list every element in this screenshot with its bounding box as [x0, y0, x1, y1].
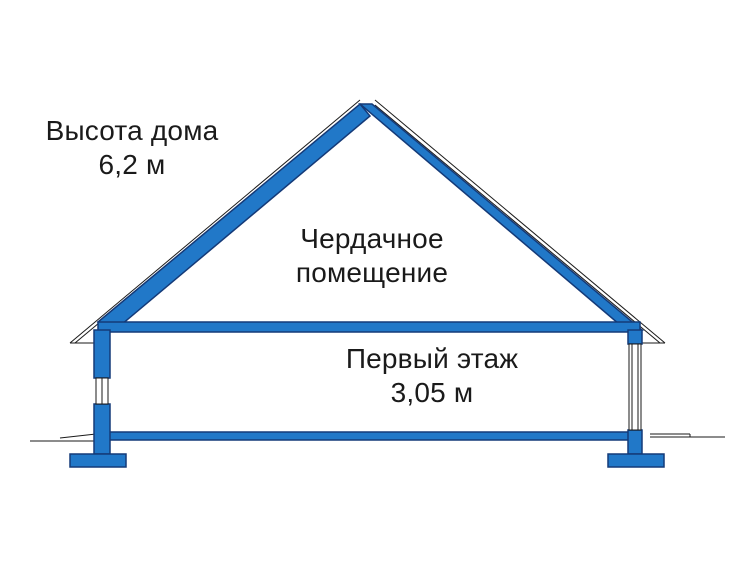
first-floor-height: 3,05 м: [390, 377, 474, 408]
house-height-title: Высота дома: [45, 115, 219, 146]
right-window: [628, 343, 642, 431]
right-rafter: [357, 103, 645, 331]
ground-floor-slab: [99, 431, 641, 441]
first-floor-title: Первый этаж: [345, 343, 519, 374]
attic-label-line2: помещение: [295, 257, 449, 288]
left-foundation: [69, 453, 127, 468]
house-height-label: Высота дома 6,2 м: [22, 114, 242, 182]
ground-line: [30, 433, 725, 442]
left-window: [95, 377, 109, 405]
right-wall: [627, 329, 643, 455]
attic-label: Чердачное помещение: [262, 222, 482, 290]
house-height-value: 6,2 м: [98, 149, 166, 180]
attic-floor-slab: [97, 321, 641, 333]
foundations: [69, 453, 665, 468]
first-floor-label: Первый этаж 3,05 м: [312, 342, 552, 410]
right-foundation: [607, 453, 665, 468]
attic-label-line1: Чердачное: [300, 223, 444, 254]
